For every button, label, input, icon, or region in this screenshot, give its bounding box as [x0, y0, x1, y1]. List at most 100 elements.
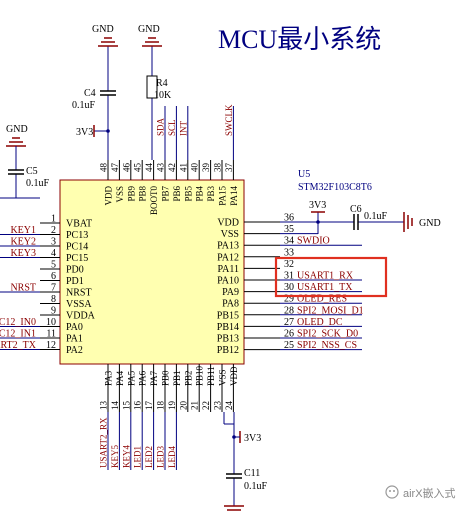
pin-number-16: 16 — [133, 401, 143, 411]
net-label-key5: KEY5 — [110, 445, 120, 468]
pin-name-pc15: PC15 — [66, 253, 88, 264]
c4-network: GND C4 0.1uF 3V3 — [72, 24, 118, 160]
pin-number-15: 15 — [121, 401, 131, 411]
c11-network: 3V3 C11 0.1uF — [223, 412, 268, 511]
pin-name-pa4: PA4 — [115, 370, 125, 386]
pin-number-8: 8 — [51, 294, 56, 305]
pin-name-pa8: PA8 — [222, 299, 239, 310]
pin-name-pb4: PB4 — [195, 186, 205, 202]
pin-number-7: 7 — [51, 283, 56, 294]
c4-gap — [100, 91, 116, 95]
net-label-swdio: SWDIO — [297, 236, 330, 247]
pin-name-pc13: PC13 — [66, 230, 88, 241]
pin-number-30: 30 — [284, 282, 294, 293]
gnd-c5-label: GND — [6, 124, 28, 135]
watermark: airX嵌入式 — [385, 485, 456, 500]
pin-number-26: 26 — [284, 329, 294, 340]
net-label-key4: KEY4 — [121, 445, 131, 468]
c6-ref: C6 — [350, 204, 362, 215]
pin-number-11: 11 — [46, 329, 56, 340]
pin-number-45: 45 — [133, 163, 143, 173]
net-label-led2: LED2 — [144, 446, 154, 468]
pin-name-pd1: PD1 — [66, 276, 84, 287]
pin-number-31: 31 — [284, 271, 294, 282]
net-label-sda: SDA — [156, 117, 166, 136]
pin-name-pb9: PB9 — [126, 186, 136, 202]
net-label-spi2_mosi_d1: SPI2_MOSI_D1 — [297, 305, 364, 316]
pin-number-24: 24 — [224, 401, 234, 411]
diagram-title: MCU最小系统 — [218, 25, 381, 54]
pin-name-pa7: PA7 — [149, 370, 159, 386]
pin-name-vdd: VDD — [229, 366, 239, 386]
pin-name-pb0: PB0 — [161, 370, 171, 386]
net-label-oled_res: OLED_RES — [297, 294, 347, 305]
pin-name-pb8: PB8 — [138, 186, 148, 202]
pin-name-pb13: PB13 — [217, 334, 239, 345]
pin-number-41: 41 — [178, 163, 188, 172]
pin-number-14: 14 — [110, 401, 120, 411]
pin-name-pa12: PA12 — [217, 252, 239, 263]
v33-c6-label: 3V3 — [309, 200, 326, 211]
pin-number-10: 10 — [46, 317, 56, 328]
pin-name-vdd: VDD — [217, 218, 239, 229]
c5-ref: C5 — [26, 166, 38, 177]
net-label-usart1_rx: USART1_RX — [297, 271, 354, 282]
c5-gap — [8, 170, 24, 174]
pin-number-44: 44 — [144, 163, 154, 173]
pin-name-pb14: PB14 — [217, 322, 239, 333]
pin-number-4: 4 — [51, 248, 56, 259]
pin-name-pb2: PB2 — [183, 370, 193, 386]
net-label-led1: LED1 — [133, 446, 143, 468]
net-label-swclk: SWCLK — [224, 104, 234, 136]
pin-number-21: 21 — [190, 401, 200, 410]
pin-number-5: 5 — [51, 260, 56, 271]
pin-number-2: 2 — [51, 225, 56, 236]
pin-name-boot0: BOOT0 — [149, 186, 159, 215]
pin-number-32: 32 — [284, 259, 294, 270]
pin-name-pb7: PB7 — [161, 186, 171, 202]
net-label-key3: KEY3 — [10, 248, 36, 259]
pin-name-vss: VSS — [221, 229, 239, 240]
c11-gap — [226, 474, 242, 478]
gnd-c4-label: GND — [92, 24, 114, 35]
c5-value: 0.1uF — [26, 178, 50, 189]
pin-name-pb12: PB12 — [217, 345, 239, 356]
chip-designator: U5 — [298, 169, 310, 180]
pin-number-13: 13 — [99, 401, 109, 411]
pin-number-37: 37 — [224, 163, 234, 173]
pin-number-47: 47 — [110, 163, 120, 173]
pin-name-vdda: VDDA — [66, 311, 96, 322]
pin-number-43: 43 — [156, 163, 166, 173]
c6-network: 3V3 C6 0.1uF GND — [309, 200, 441, 234]
c6-gap — [354, 214, 358, 230]
r4-body — [146, 75, 158, 99]
pin-number-48: 48 — [99, 163, 109, 173]
pin-number-17: 17 — [144, 401, 154, 411]
pin-name-vbat: VBAT — [66, 219, 92, 230]
net-label-led4: LED4 — [167, 446, 177, 468]
pin-name-pb1: PB1 — [172, 370, 182, 386]
pin-number-1: 1 — [51, 214, 56, 225]
pin-number-25: 25 — [284, 340, 294, 351]
pin-name-pd0: PD0 — [66, 265, 84, 276]
pin-name-vssa: VSSA — [66, 299, 92, 310]
pin-name-pa15: PA15 — [218, 186, 228, 206]
net-label-c12_in1: C12_IN1 — [0, 329, 36, 340]
wechat-icon — [385, 485, 399, 499]
pin-number-19: 19 — [167, 401, 177, 411]
pin-name-pa14: PA14 — [229, 186, 239, 206]
c5-network: GND C5 0.1uF — [6, 124, 50, 198]
chip-body — [59, 179, 245, 365]
c11-value: 0.1uF — [244, 481, 268, 492]
c6-value: 0.1uF — [364, 211, 388, 222]
pin-name-vss: VSS — [115, 186, 125, 203]
pin-number-18: 18 — [156, 401, 166, 411]
pin-name-pb11: PB11 — [206, 366, 216, 386]
pin-name-pa11: PA11 — [218, 264, 240, 275]
wechat-icon-eye-left — [389, 490, 391, 492]
pin-number-3: 3 — [51, 237, 56, 248]
pin-number-34: 34 — [284, 236, 294, 247]
pin-number-6: 6 — [51, 271, 56, 282]
net-label-led3: LED3 — [156, 446, 166, 468]
